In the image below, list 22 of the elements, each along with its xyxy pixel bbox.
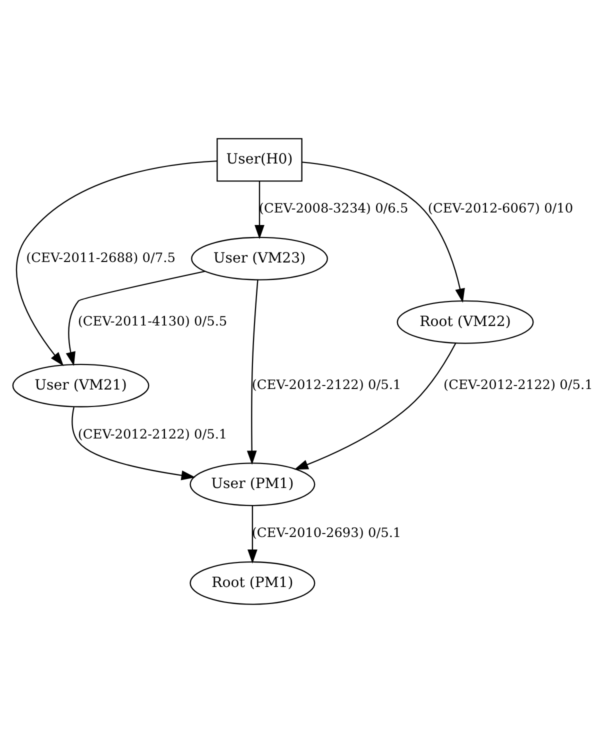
edge-label: (CEV-2011-2688) 0/7.5 [26,250,176,266]
arrow [66,270,206,366]
edge-label: (CEV-2008-3234) 0/6.5 [258,202,408,217]
arrow [302,162,465,303]
arrow [294,343,456,470]
edge-label: (CEV-2012-2122) 0/5.1 [78,427,228,442]
node-ellipse: User (VM23) [191,236,328,280]
edge-label: (CEV-2010-2693) 0/5.1 [252,526,402,542]
node-ellipse: User (PM1) [190,462,316,506]
edge-label: (CEV-2012-2122) 0/5.1 [252,378,402,393]
node-ellipse: Root (PM1) [190,561,316,605]
arrow [16,160,218,366]
edge-label: (CEV-2011-4130) 0/5.5 [78,314,228,330]
node-ellipse: User (VM21) [12,364,150,408]
edge-label: (CEV-2012-6067) 0/10 [428,202,574,217]
arrow [246,280,258,465]
arrow [72,407,196,480]
node-ellipse: Root (VM22) [396,300,534,344]
arrow [254,182,264,240]
node-box: User(H0) [216,138,302,182]
arrow [248,506,258,564]
edge-label: (CEV-2012-2122) 0/5.1 [444,378,593,393]
